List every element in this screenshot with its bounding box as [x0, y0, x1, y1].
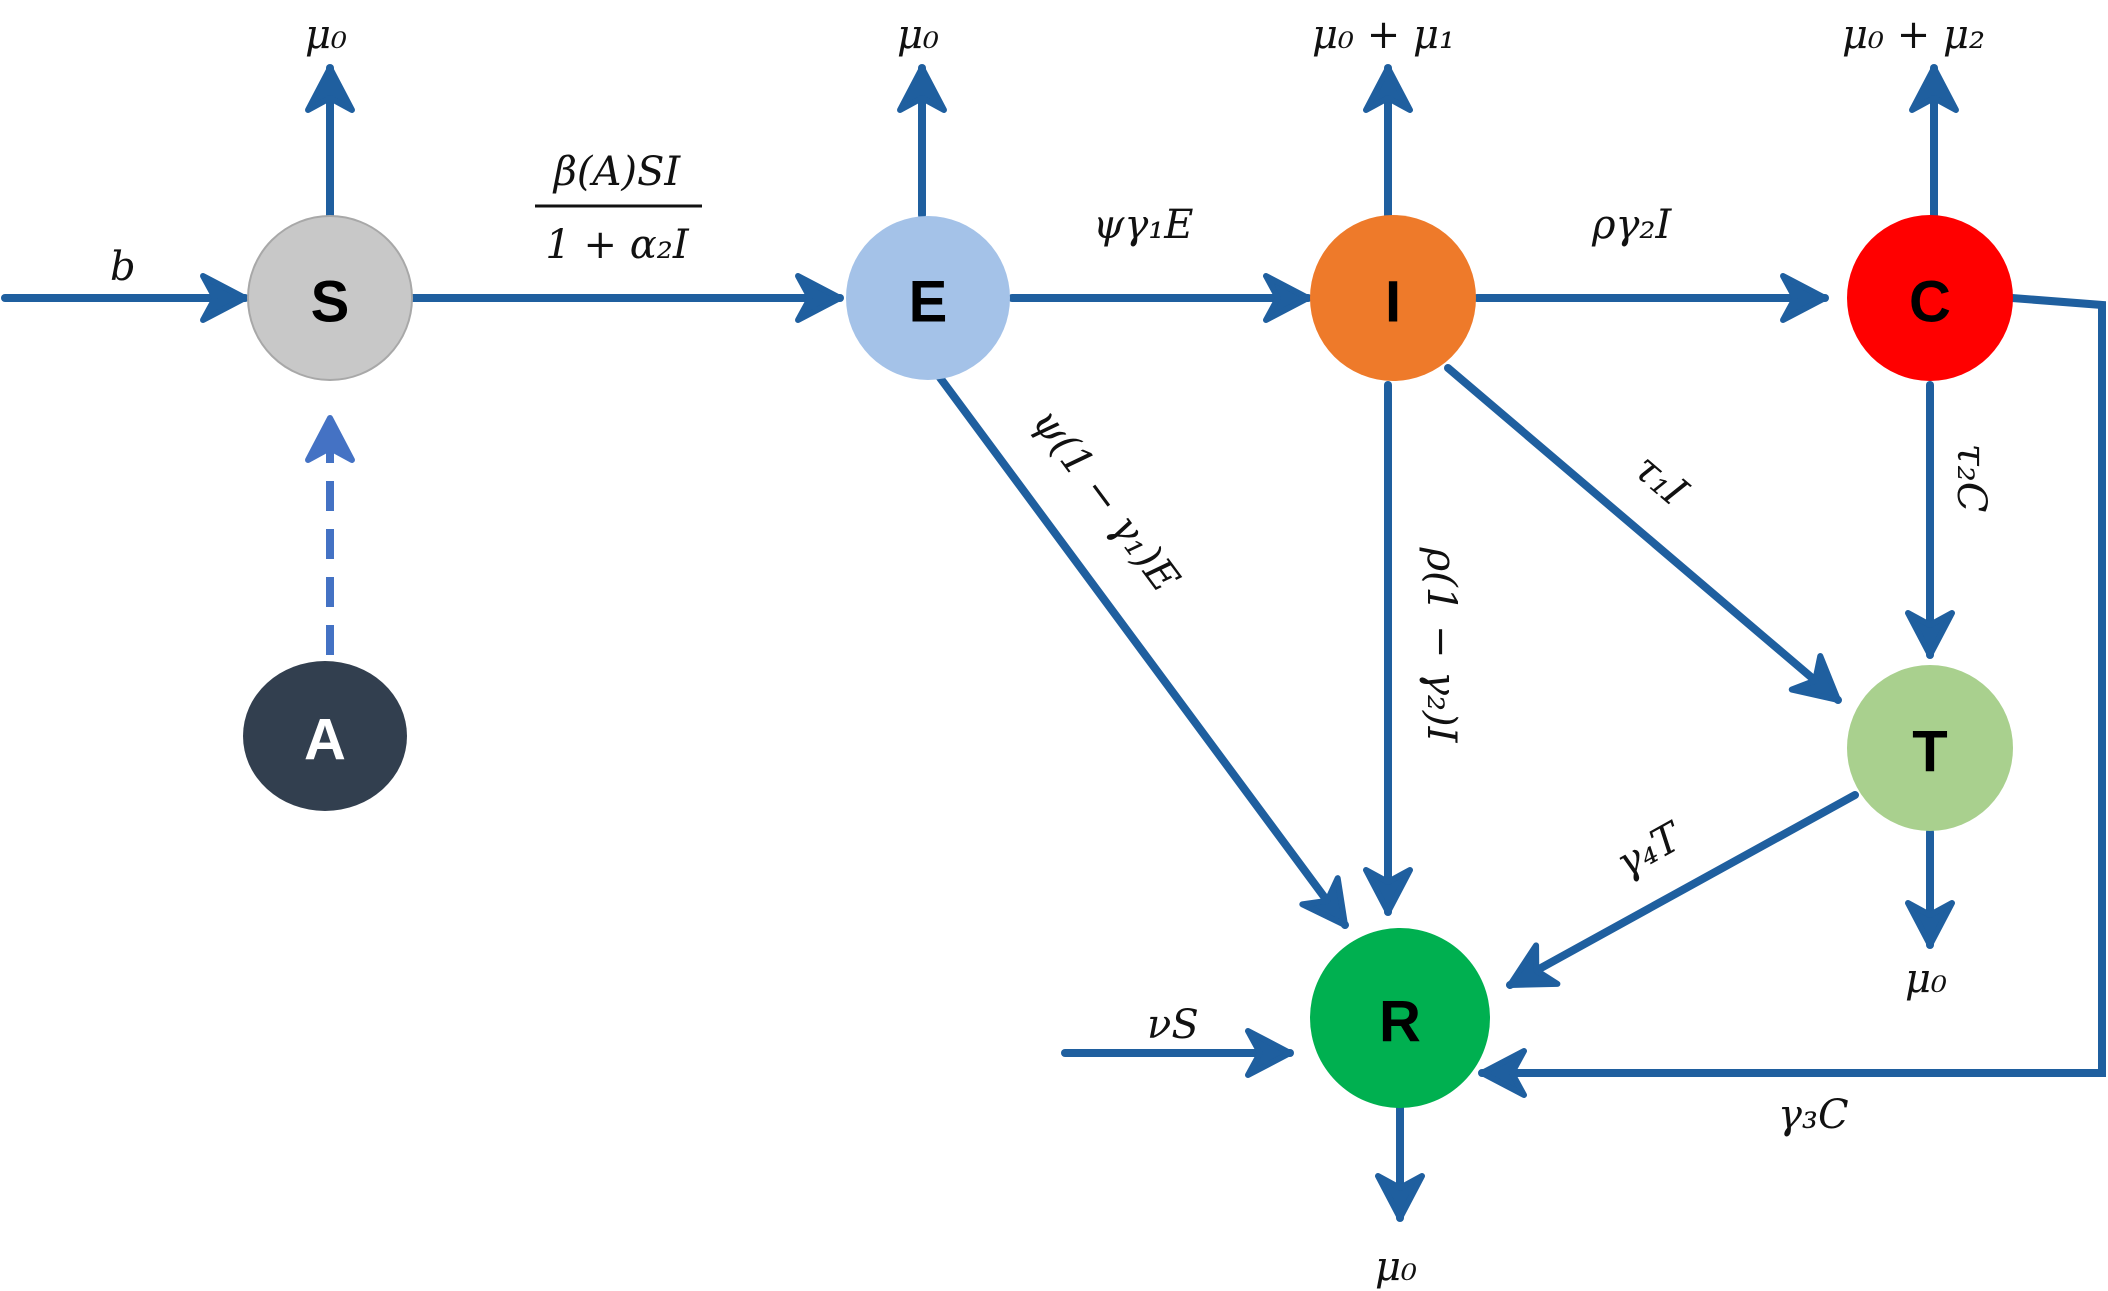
rate-i-to-c: ργ₂I [1591, 202, 1672, 248]
rate-s-to-e-numerator: β(A)SI [552, 149, 682, 195]
rate-t-out: μ₀ [1905, 956, 1947, 1002]
rate-r-out: μ₀ [1375, 1244, 1417, 1290]
rate-b: b [110, 244, 136, 290]
rate-t-to-r: γ₄T [1608, 813, 1691, 887]
arrowhead-e-to-r [1299, 875, 1348, 928]
arrowhead-c-out [1909, 65, 1959, 113]
rate-s-to-e: β(A)SI 1 + α₂I [535, 149, 702, 268]
arrow-c-to-r [1478, 294, 2106, 1077]
rate-c-out: μ₀ + μ₂ [1842, 12, 1985, 58]
rate-v-to-r: νS [1147, 1002, 1199, 1048]
arrowhead-c-to-t [1905, 610, 1955, 658]
rate-c-to-t: τ₂C [1948, 444, 1994, 513]
rate-i-to-t: τ₁I [1625, 445, 1697, 516]
node-c-label: C [1909, 270, 1951, 335]
arrowhead-t-to-r [1507, 942, 1561, 988]
node-c: C [1847, 215, 2013, 381]
arrowhead-i-out [1363, 65, 1413, 113]
node-r: R [1310, 928, 1490, 1108]
arrowhead-i-to-t [1788, 653, 1841, 703]
node-t-label: T [1912, 720, 1947, 785]
arrowhead-c-to-r [1479, 1048, 1527, 1098]
rate-i-out: μ₀ + μ₁ [1312, 12, 1455, 58]
rate-labels: b μ₀ μ₀ μ₀ + μ₁ μ₀ + μ₂ μ₀ μ₀ β(A)SI 1 +… [110, 12, 1994, 1290]
node-s: S [247, 215, 413, 381]
rate-e-out: μ₀ [897, 12, 939, 58]
node-i-label: I [1385, 270, 1401, 335]
rate-s-to-e-denominator: 1 + α₂I [545, 222, 689, 268]
arrowhead-i-to-c [1780, 273, 1828, 323]
rate-e-to-i: ψγ₁E [1093, 202, 1194, 248]
arrow-e-to-r [934, 371, 1349, 929]
arrowhead-e-to-i [1263, 273, 1311, 323]
node-r-label: R [1379, 990, 1421, 1055]
node-t: T [1847, 665, 2013, 831]
node-e-label: E [909, 270, 948, 335]
arrowhead-e-out [897, 65, 947, 113]
rate-e-to-r: ψ(1 − γ₁)E [1023, 400, 1189, 601]
arrow-t-to-r [1506, 791, 1859, 989]
rate-i-to-r: ρ(1 − γ₂)I [1418, 547, 1464, 744]
compartment-nodes: S E I C T R A [243, 215, 2013, 1108]
rate-s-out: μ₀ [305, 12, 347, 58]
arrowhead-t-out [1905, 900, 1955, 948]
node-e: E [846, 216, 1010, 380]
node-s-label: S [311, 270, 350, 335]
node-i: I [1310, 215, 1476, 381]
arrowhead-i-to-r [1363, 867, 1413, 915]
rate-c-to-r: γ₃C [1778, 1092, 1849, 1138]
arrowhead-s-out [305, 65, 355, 113]
arrowheads [200, 65, 1959, 1221]
arrowhead-r-out [1375, 1173, 1425, 1221]
arrowhead-v-to-r [1245, 1028, 1293, 1078]
arrowhead-b-to-s [200, 273, 248, 323]
node-a-label: A [304, 708, 346, 773]
arrowhead-s-to-e [795, 273, 843, 323]
arrow-i-to-t [1444, 364, 1842, 704]
node-a: A [243, 661, 407, 811]
arrowhead-a-to-s [305, 415, 355, 463]
